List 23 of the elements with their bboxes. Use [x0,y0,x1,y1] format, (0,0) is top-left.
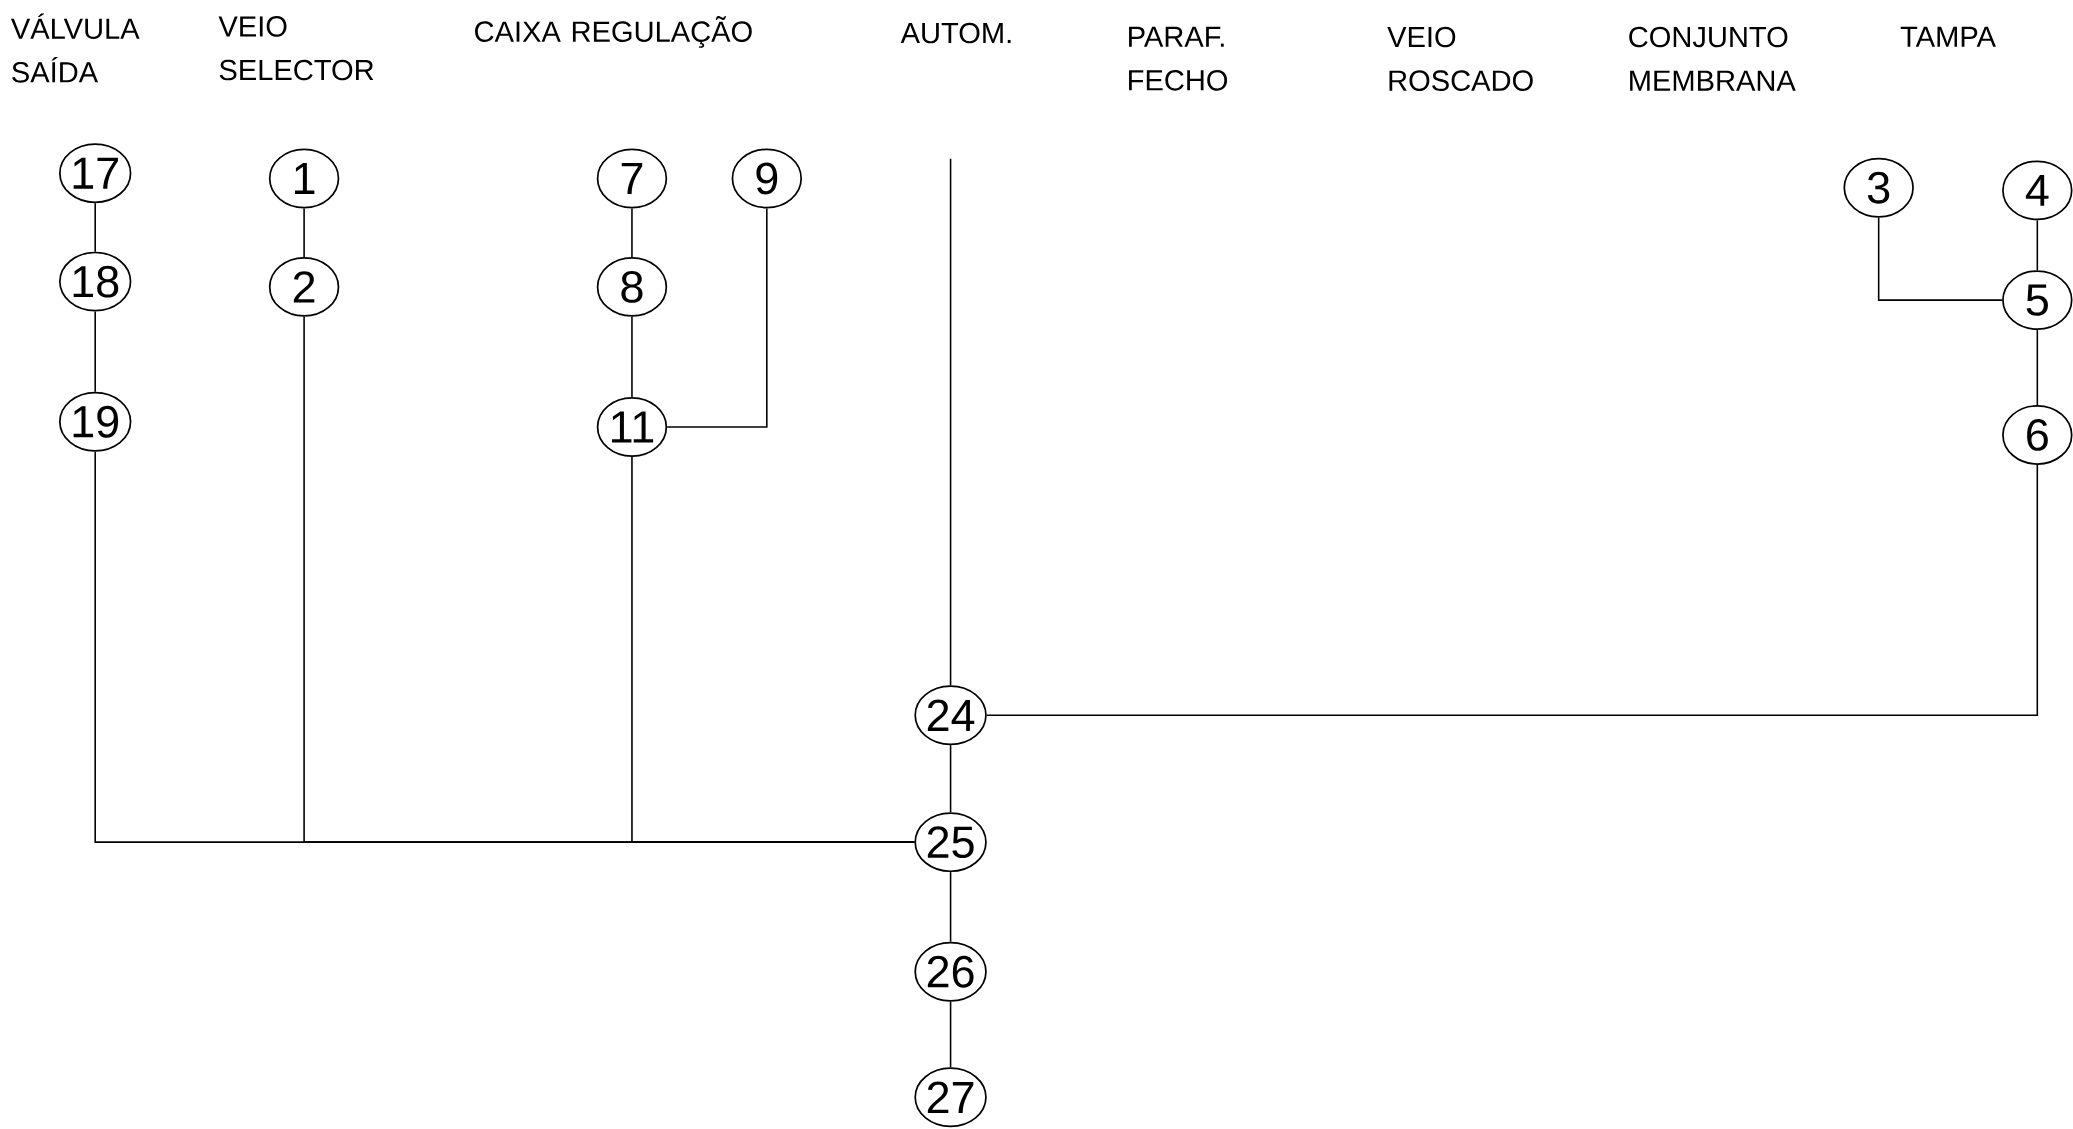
connector-line [949,744,952,813]
connector-line [631,456,916,843]
connector-line [1877,216,2003,301]
column-label: CAIXA REGULAÇÃO [475,16,752,48]
column-label: VÁLVULA SAÍDA [11,13,140,83]
connector-line [986,464,2039,717]
connector-line [631,316,633,398]
connector-line [949,157,952,687]
column-label: PARAF. FECHO [1129,26,1228,91]
connector-line [949,1000,952,1069]
connector-line [94,310,96,393]
column-label: TAMPA [1900,26,1996,47]
column-label: VEIO ROSCADO [1387,26,1533,91]
connector-line [631,207,633,258]
connector-line [2036,219,2039,271]
connector-line [666,207,768,428]
connector-line [94,202,96,253]
column-label: VEIO SELECTOR [218,16,374,81]
column-label: CONJUNTO MEMBRANA [1629,26,1796,91]
connector-line [2036,329,2039,406]
connector-line [303,207,305,258]
column-label: AUTOM. [900,22,1011,44]
connector-line [949,871,952,943]
